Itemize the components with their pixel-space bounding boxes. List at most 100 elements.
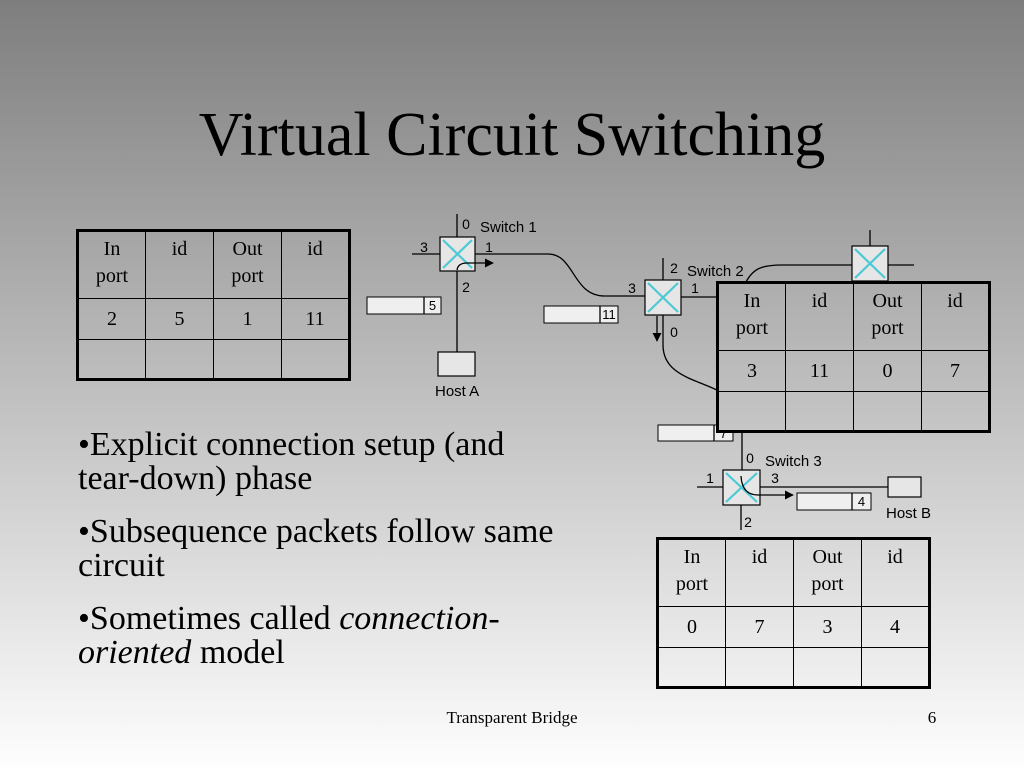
packet-vci-11: 11 [543, 305, 619, 324]
header-out-id: id [947, 290, 963, 312]
bullet-line: •Explicit connection setup (and [78, 426, 505, 463]
switch-3-port-right: 3 [771, 470, 779, 486]
cell-in-id [145, 339, 214, 380]
host-b: Host B [886, 476, 931, 522]
header-cell: Out port [213, 230, 282, 299]
header-cell: In port [717, 282, 786, 351]
switch-3-cross-b [725, 472, 758, 503]
bullet-emphasis: connection- [339, 600, 500, 637]
switch-2-port-right: 1 [691, 280, 699, 296]
cell-in-port [717, 391, 786, 432]
cell-out-id: 7 [921, 350, 990, 392]
cell-in-port [77, 339, 146, 380]
cell-out-id: 11 [281, 298, 350, 340]
cell-out-port: 3 [793, 606, 862, 648]
cell-in-port: 2 [77, 298, 146, 340]
switch-4-cross-b [854, 248, 886, 279]
packet-body [366, 296, 442, 315]
table-header-row: In port id Out port id [657, 538, 930, 607]
switch-3-port-top: 0 [746, 450, 754, 466]
header-cell: In port [77, 230, 146, 299]
cell-in-id [725, 647, 794, 688]
cell-in-port: 3 [717, 350, 786, 392]
header-cell: id [785, 282, 854, 351]
host-b-box [887, 476, 922, 498]
table-row: 0 7 3 4 [657, 606, 930, 648]
switch-2-port-left: 3 [628, 280, 636, 296]
slide-title: Virtual Circuit Switching [198, 101, 826, 169]
bullet-line: •Subsequence packets follow same [78, 513, 554, 550]
slide-footer: Transparent Bridge [446, 708, 578, 727]
switch-3-port-bottom: 2 [744, 514, 752, 530]
cell-out-port: 1 [213, 298, 282, 340]
cell-out-port [213, 339, 282, 380]
switch-3-port-left: 1 [706, 470, 714, 486]
link-switch-1-switch-2 [475, 253, 645, 297]
table-row: 2 5 1 11 [77, 298, 350, 340]
header-in-port: In port [735, 290, 769, 339]
vc-table-switch-2: In port id Out port id 3 11 0 7 [716, 281, 991, 433]
bullet-line: tear-down) phase [78, 460, 313, 497]
switch-1-port-left: 3 [420, 239, 428, 255]
switch-1-port-bottom: 2 [462, 279, 470, 295]
table-row-empty [77, 339, 350, 380]
cell-in-port: 0 [657, 606, 726, 648]
cell-in-id: 5 [145, 298, 214, 340]
table-header-row: In port id Out port id [77, 230, 350, 299]
host-a-label: Host A [435, 383, 479, 400]
bullet-line: oriented model [78, 636, 554, 670]
cell-in-id [785, 391, 854, 432]
host-a-box [437, 351, 476, 377]
bullet-list: •Explicit connection setup (and tear-dow… [78, 428, 554, 670]
table-row: 3 11 0 7 [717, 350, 990, 392]
packet-vci: 11 [602, 307, 616, 322]
switch-3-label: Switch 3 [765, 453, 822, 470]
cell-in-port [657, 647, 726, 688]
header-cell: id [921, 282, 990, 351]
bullet-item: •Sometimes called connection- oriented m… [78, 602, 554, 670]
header-cell: id [725, 538, 794, 607]
header-in-id: id [171, 238, 188, 260]
packet-vci-5: 5 [366, 296, 442, 315]
cell-in-id: 11 [785, 350, 854, 392]
bullet-line: •Sometimes called connection- [78, 602, 554, 636]
switch-2-cross-b [647, 282, 679, 313]
cell-out-port [793, 647, 862, 688]
switch-1-port-right: 1 [485, 239, 493, 255]
bullet-text: model [191, 634, 285, 671]
cell-out-id [921, 391, 990, 432]
cell-out-port: 0 [853, 350, 922, 392]
header-out-id: id [307, 238, 323, 260]
cell-out-id [281, 339, 350, 380]
host-a: Host A [435, 351, 479, 400]
header-cell: Out port [793, 538, 862, 607]
switch-2-label: Switch 2 [687, 263, 744, 280]
switch-1-forward-arrow [456, 258, 494, 271]
packet-vci: 7 [720, 426, 727, 441]
switch-1: Switch 1 0 3 1 2 [420, 216, 537, 295]
packet-vci: 4 [858, 494, 865, 509]
link-to-switch-4 [743, 264, 852, 287]
switch-2-port-bottom: 0 [670, 324, 678, 340]
header-in-id: id [811, 290, 828, 312]
table-row-empty [717, 391, 990, 432]
header-cell: In port [657, 538, 726, 607]
header-in-id: id [751, 546, 768, 568]
host-b-label: Host B [886, 505, 931, 522]
bullet-line: circuit [78, 547, 165, 584]
slide-page-number: 6 [927, 708, 937, 727]
switch-2-port-top: 2 [670, 260, 678, 276]
switch-2: Switch 2 2 3 1 0 [628, 260, 744, 342]
header-cell: id [281, 230, 350, 299]
header-out-port: Out port [811, 546, 844, 595]
packet-vci-7: 7 [657, 424, 734, 442]
vc-table-switch-3: In port id Out port id 0 7 3 4 [656, 537, 931, 689]
switch-1-port-top: 0 [462, 216, 470, 232]
packet-vci-4: 4 [796, 492, 872, 511]
bullet-item: •Subsequence packets follow same circuit [78, 515, 554, 583]
switch-1-cross-b [442, 239, 473, 269]
bullet-emphasis: oriented [78, 634, 192, 671]
bullet-text: •Sometimes called [78, 600, 340, 637]
switch-3: Switch 3 0 1 3 2 [706, 450, 822, 530]
